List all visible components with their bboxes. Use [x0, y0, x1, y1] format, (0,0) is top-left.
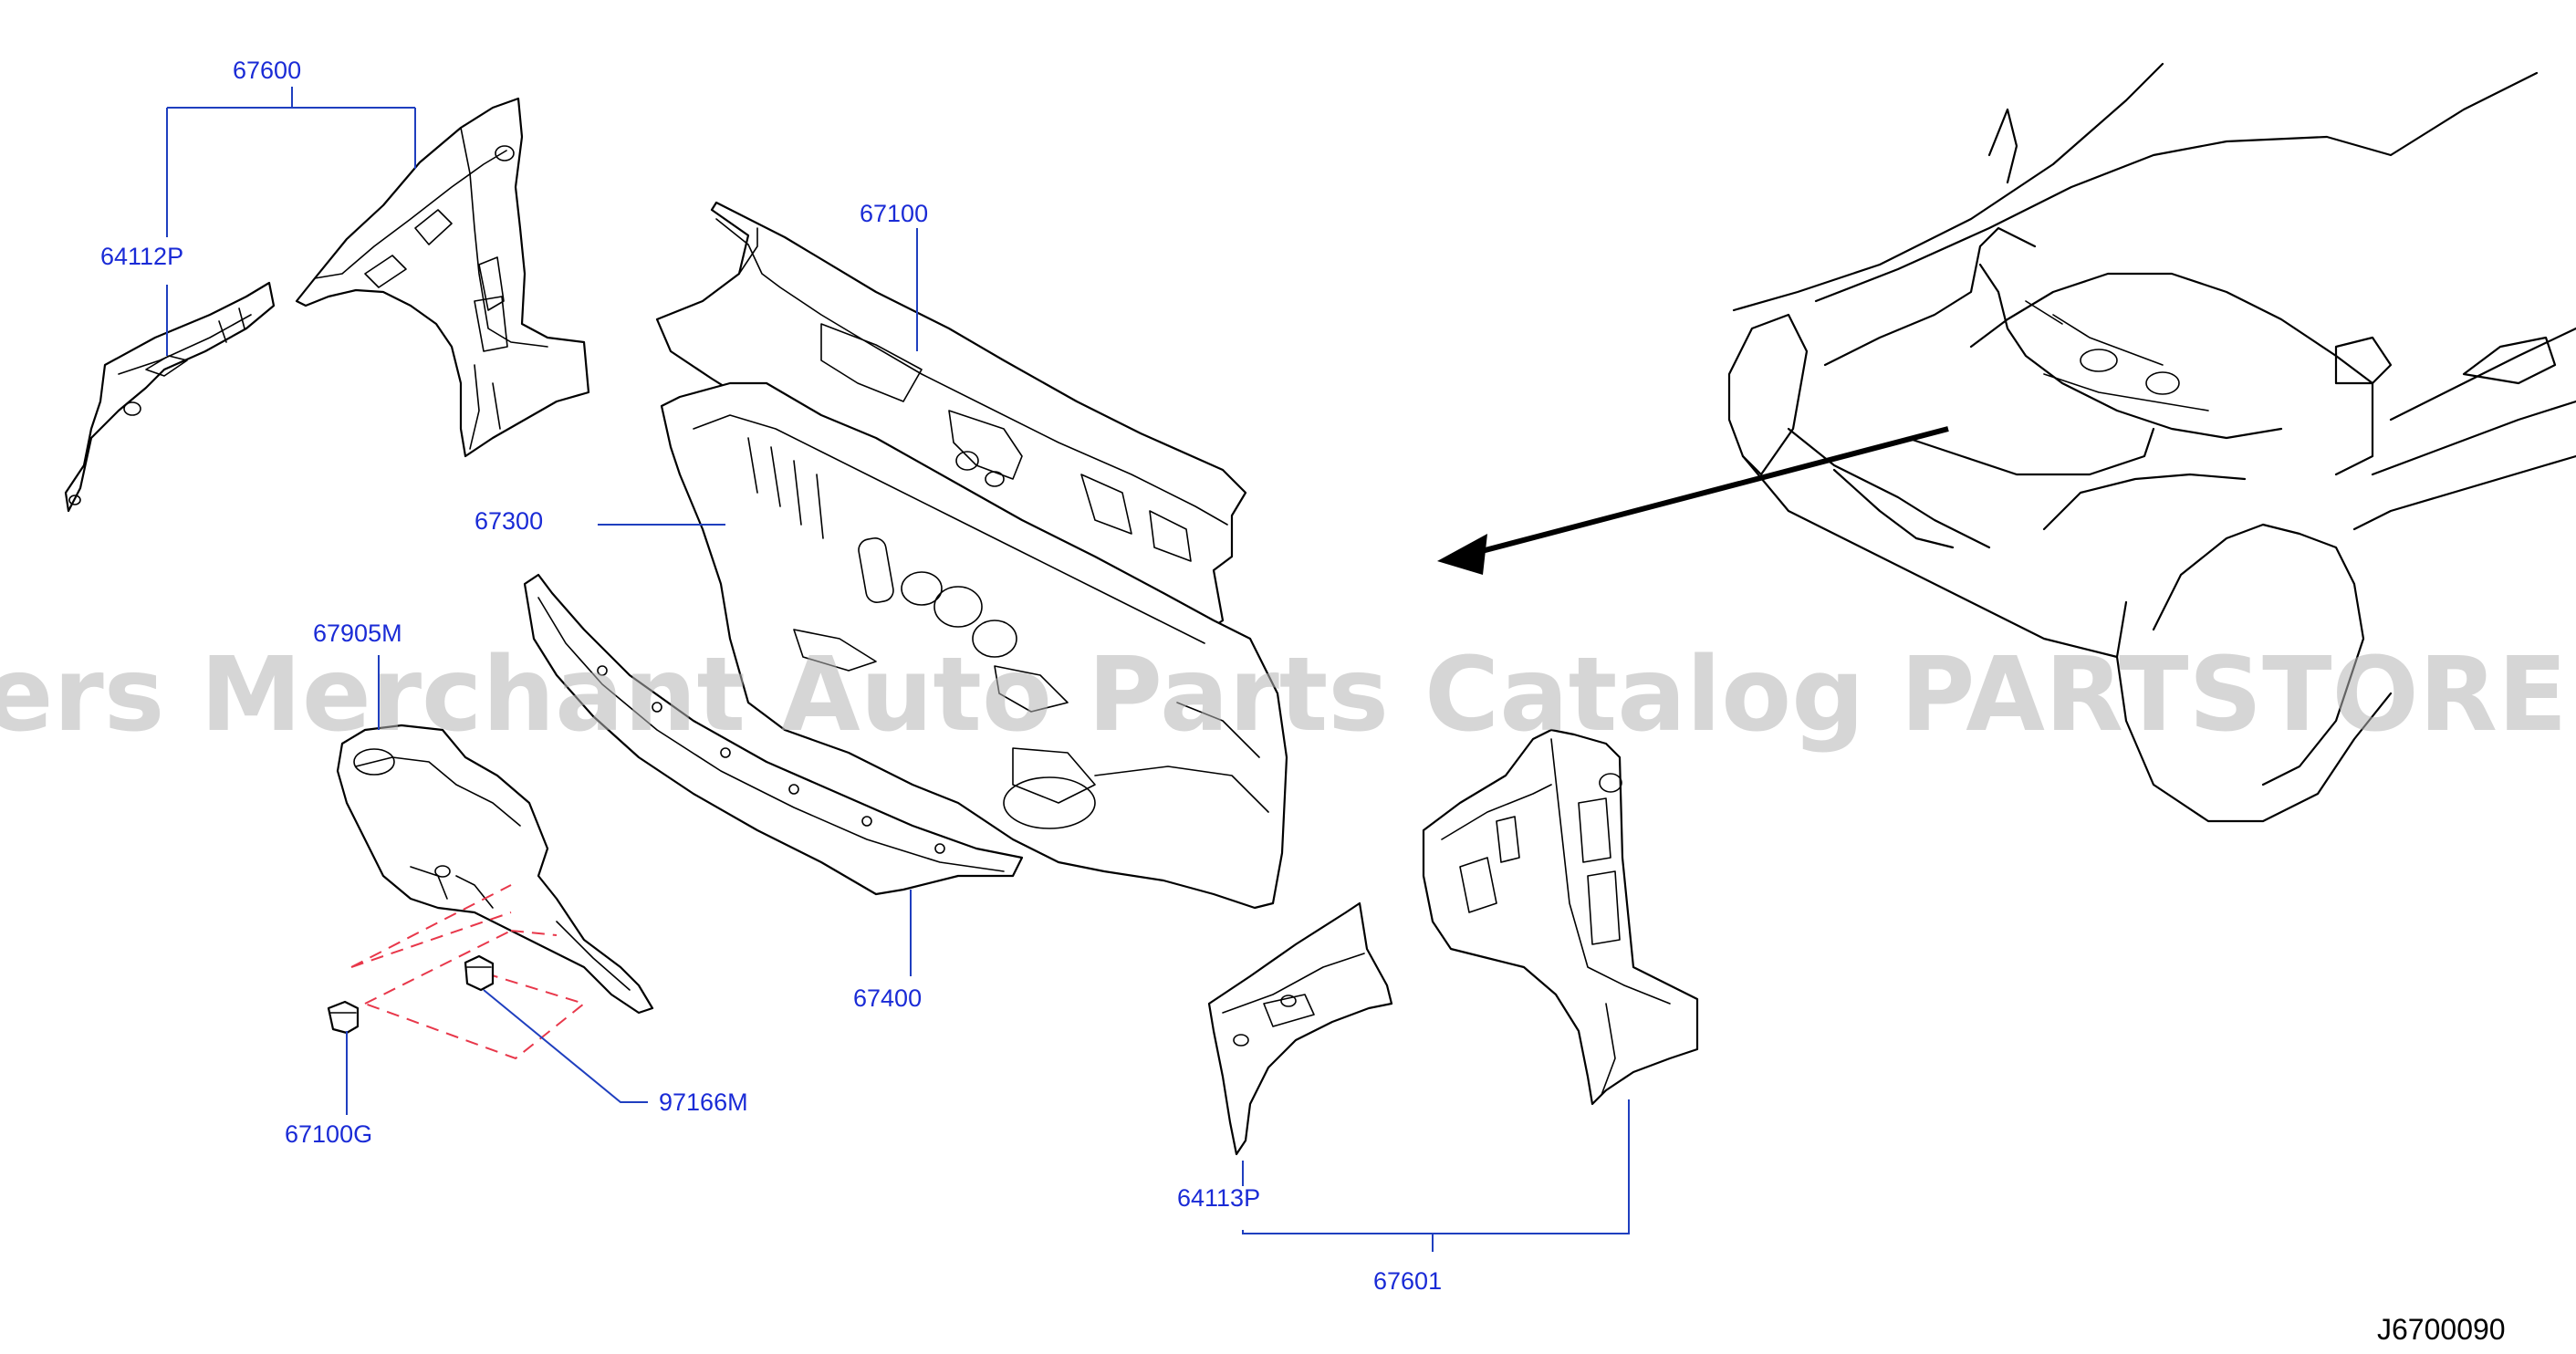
vehicle-overview-sketch [1727, 62, 2576, 823]
callout-67400[interactable]: 67400 [853, 984, 922, 1012]
part-67300-dash-panel[interactable] [660, 381, 1288, 910]
callout-67100G[interactable]: 67100G [285, 1120, 372, 1148]
callout-67905M[interactable]: 67905M [313, 620, 402, 647]
diagram-code: J6700090 [2377, 1313, 2506, 1346]
part-67600-side-panel[interactable] [295, 97, 590, 458]
part-97166M-clip[interactable] [464, 954, 495, 992]
part-67601-side-panel[interactable] [1422, 728, 1699, 1106]
part-67100G-clip[interactable] [327, 1000, 360, 1035]
leader-lines [166, 87, 1630, 1252]
callout-67100[interactable]: 67100 [860, 200, 928, 227]
callout-97166M[interactable]: 97166M [659, 1088, 748, 1116]
callout-67600[interactable]: 67600 [233, 57, 301, 84]
part-64112P-bracket[interactable] [64, 281, 276, 513]
part-67400-crossmember[interactable] [523, 573, 1024, 896]
callout-67300[interactable]: 67300 [475, 507, 543, 535]
callout-64112P[interactable]: 64112P [100, 243, 183, 270]
callout-64113P[interactable]: 64113P [1177, 1184, 1260, 1212]
pointer-arrow [1437, 426, 1949, 575]
watermark: Offers Merchant Auto Parts Catalog PARTS… [0, 636, 2576, 755]
part-67905M-insulator[interactable] [336, 724, 654, 1015]
dashed-guide-clip [350, 884, 587, 1060]
callout-67601[interactable]: 67601 [1373, 1267, 1442, 1295]
part-64113P-bracket[interactable] [1207, 901, 1393, 1156]
